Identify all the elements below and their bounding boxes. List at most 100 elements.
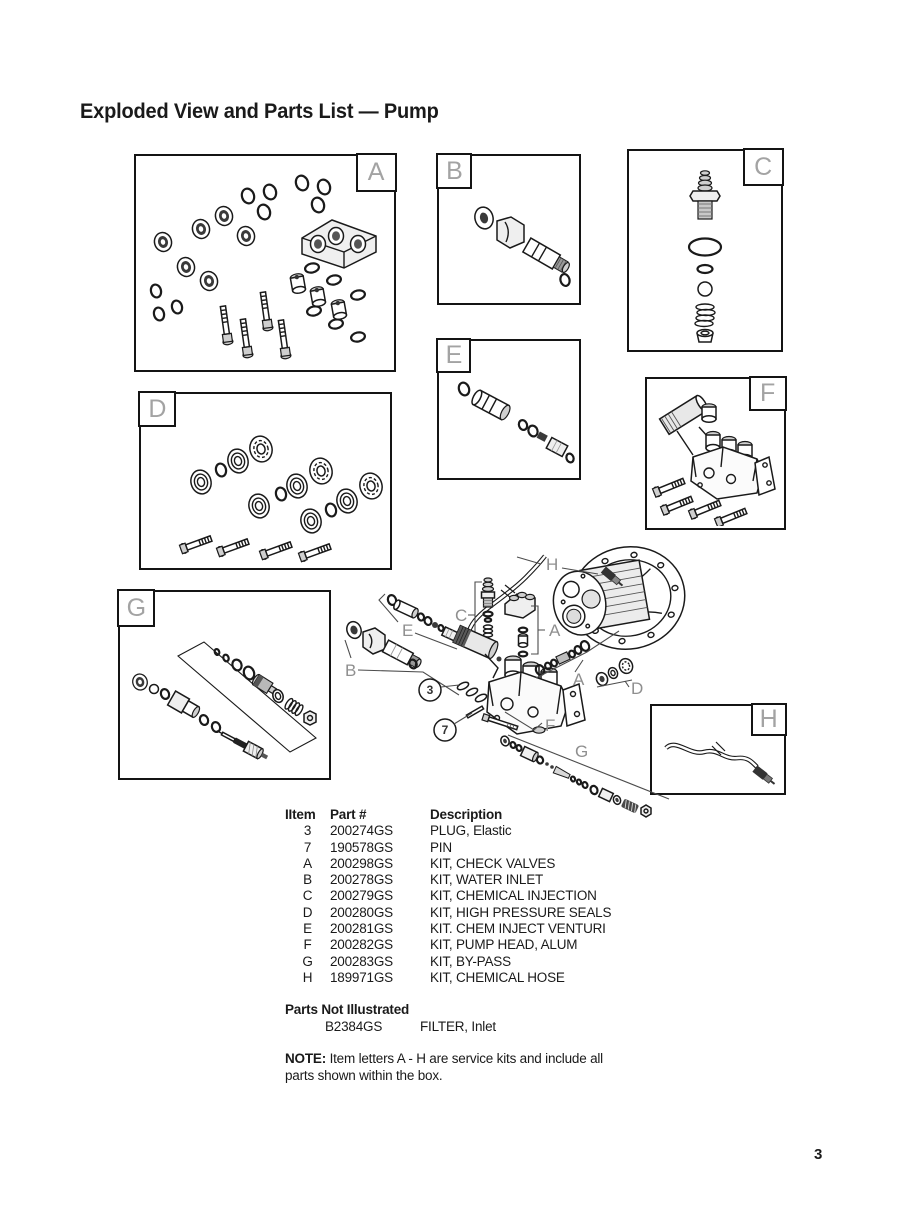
- venturi-body: [471, 389, 511, 421]
- kit-box-f-label: F: [748, 376, 787, 412]
- kit-b-illustration: [474, 206, 571, 288]
- parts-not-illustrated-row: B2384GS FILTER, Inlet: [285, 1019, 496, 1036]
- water-inlet-parts: [346, 620, 422, 670]
- kit-outline: [177, 641, 317, 753]
- kit-box-g: G: [117, 589, 331, 780]
- cell-part: 189971GS: [330, 969, 393, 985]
- kit-box-d-label: D: [138, 391, 177, 428]
- table-row: F 200282GS KIT, PUMP HEAD, ALUM: [285, 937, 611, 953]
- kit-box-h-label: H: [750, 703, 787, 737]
- large-o-ring: [687, 237, 723, 257]
- kit-box-a-label: A: [355, 153, 397, 193]
- header-item: IItem: [285, 807, 316, 822]
- chemical-hose: [664, 741, 759, 769]
- cell-item: 3: [303, 823, 312, 839]
- cell-description: KIT, CHEMICAL INJECTION: [430, 888, 597, 904]
- left-series: [130, 671, 222, 733]
- callout-7: 7: [442, 723, 449, 737]
- kit-box-f: F: [645, 376, 787, 530]
- cell-item: E: [303, 921, 312, 937]
- cell-part: 200281GS: [330, 921, 393, 937]
- cell-description: KIT, HIGH PRESSURE SEALS: [430, 904, 612, 920]
- seal-ring: [474, 206, 494, 230]
- table-row: C 200279GS KIT, CHEMICAL INJECTION: [285, 888, 611, 904]
- table-row: B 200278GS KIT, WATER INLET: [285, 872, 611, 888]
- cell-description: PLUG, Elastic: [430, 823, 512, 839]
- callout-a-side: A: [573, 670, 585, 689]
- kit-box-c: C: [627, 148, 784, 352]
- kit-label-b: B: [446, 156, 463, 185]
- cell-part: 200274GS: [330, 823, 393, 839]
- cell-item: C: [302, 888, 313, 904]
- header-description: Description: [430, 807, 503, 822]
- header-part: Part #: [330, 807, 367, 822]
- cell-description: FILTER, Inlet: [420, 1018, 496, 1034]
- table-row: D 200280GS KIT, HIGH PRESSURE SEALS: [285, 904, 612, 921]
- hose-fitting: [752, 765, 776, 785]
- callout-a-top: A: [549, 621, 561, 640]
- kit-a-illustration: [149, 174, 377, 361]
- cell-part: 200282GS: [330, 937, 393, 953]
- cell-item: 7: [303, 839, 312, 855]
- crankcase: [552, 559, 651, 636]
- hose-fitting: [600, 566, 624, 587]
- small-o-ring: [696, 263, 714, 275]
- table-row: G 200283GS KIT, BY-PASS: [285, 954, 611, 970]
- cell-item: D: [302, 904, 313, 920]
- cell-part: 200278GS: [330, 872, 393, 888]
- kit-label-c: C: [754, 152, 773, 181]
- cell-description: KIT. CHEM INJECT VENTURI: [430, 921, 606, 937]
- pump-head: [452, 624, 586, 735]
- pin: [465, 705, 485, 719]
- callout-h: H: [546, 555, 558, 574]
- cell-part: 200298GS: [330, 855, 393, 871]
- kit-box-g-label: G: [117, 589, 156, 628]
- cell-empty: [285, 1019, 325, 1036]
- cell-description: KIT, CHECK VALVES: [430, 855, 556, 871]
- seals-and-bearings: [187, 432, 386, 536]
- valve-seat: [696, 328, 714, 343]
- callout-c: C: [455, 606, 467, 625]
- seal-parts-a: [534, 640, 591, 676]
- callout-b: B: [345, 661, 356, 680]
- parts-not-illustrated: Parts Not Illustrated B2384GS FILTER, In…: [285, 1002, 496, 1035]
- kit-h-illustration: [664, 741, 776, 785]
- kit-f-illustration: [651, 394, 776, 529]
- table-row: A 200298GS KIT, CHECK VALVES: [285, 856, 611, 872]
- bolts: [217, 290, 293, 361]
- callout-g: G: [575, 742, 588, 761]
- plugs: [456, 681, 488, 703]
- callout-3-circle: [418, 678, 442, 702]
- cell-item: F: [303, 937, 312, 953]
- kit-g-illustration: [130, 641, 317, 760]
- cell-description: KIT, CHEMICAL HOSE: [430, 969, 565, 985]
- table-row: 3 200274GS PLUG, Elastic: [285, 823, 611, 839]
- note-text: Item letters A - H are service kits and …: [285, 1051, 603, 1083]
- o-rings: [149, 174, 367, 343]
- cell-part: 200283GS: [330, 953, 393, 969]
- bearing-parts-d: [595, 657, 634, 687]
- cell-description: PIN: [430, 839, 452, 855]
- table-row: 7 190578GS PIN: [285, 840, 611, 856]
- kit-label-a: A: [367, 158, 385, 187]
- venturi-parts: [386, 594, 465, 647]
- barb-fitting: [689, 170, 721, 220]
- cell-part: 200280GS: [330, 904, 393, 920]
- bolts: [178, 533, 333, 563]
- cell-item: H: [302, 969, 313, 985]
- small-parts: [517, 419, 575, 464]
- callout-7-circle: [433, 718, 457, 742]
- kit-c-illustration: [687, 170, 723, 343]
- cell-part: B2384GS: [325, 1018, 383, 1034]
- manifold-block: [301, 219, 377, 269]
- kit-box-b-label: B: [436, 153, 473, 190]
- parts-not-illustrated-heading: Parts Not Illustrated: [285, 1002, 410, 1017]
- o-ring: [559, 272, 571, 288]
- kit-label-f: F: [759, 379, 776, 408]
- kit-box-e: E: [436, 338, 581, 480]
- head-bolt: [481, 713, 519, 731]
- check-valve-parts: [504, 591, 536, 658]
- table-row: H 189971GS KIT, CHEMICAL HOSE: [285, 970, 611, 986]
- upper-series: [213, 647, 317, 726]
- kit-box-d: D: [138, 391, 392, 570]
